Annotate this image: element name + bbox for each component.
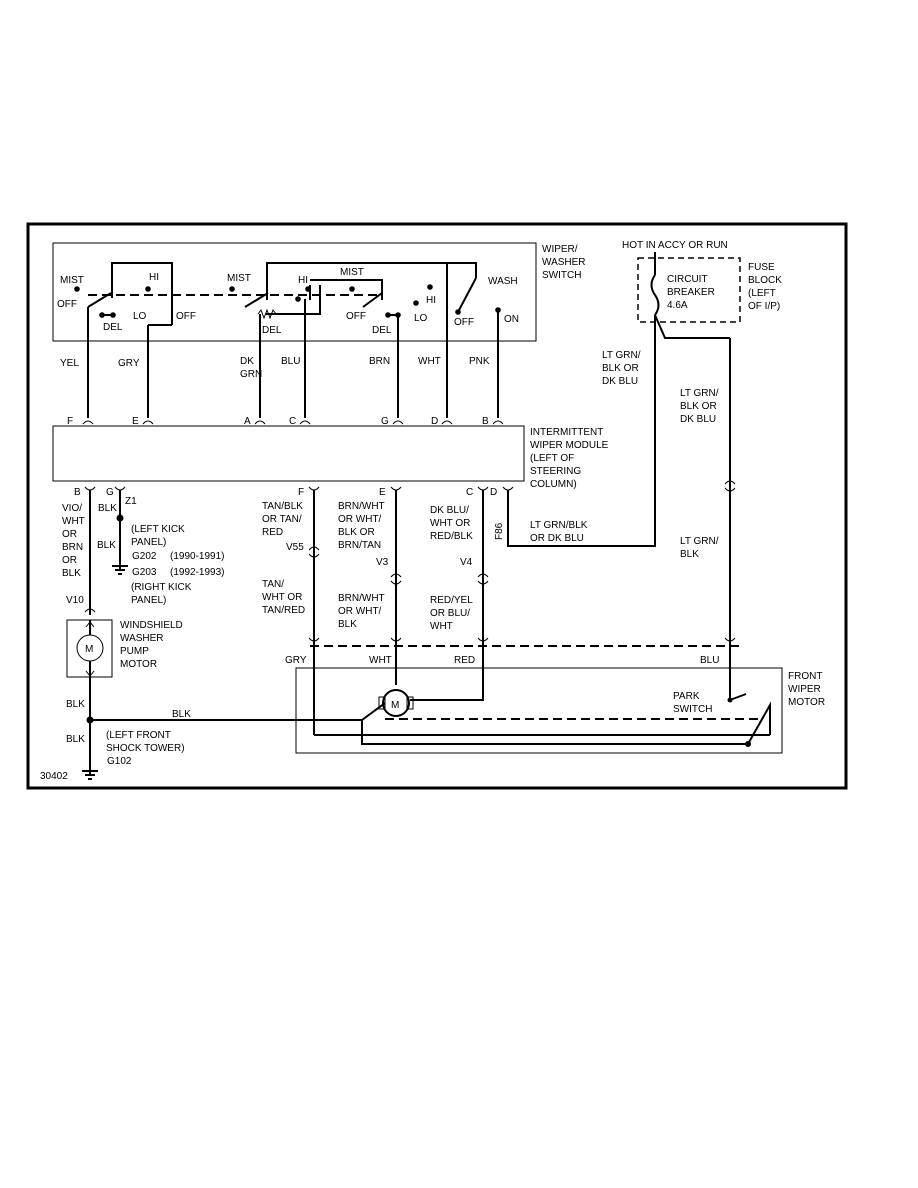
- label-hi-3: HI: [426, 295, 436, 306]
- pin-d-top: D: [431, 416, 438, 427]
- wire-blk-2: BLK: [66, 734, 85, 745]
- label-del-1: DEL: [103, 322, 123, 333]
- label-off-1: OFF: [57, 299, 77, 310]
- connector-f86: F86: [494, 522, 505, 540]
- wiper-washer-switch-box: [52, 242, 537, 342]
- wire-blu-motor: BLU: [700, 655, 719, 666]
- fuse-hot-label: HOT IN ACCY OR RUN: [622, 240, 728, 251]
- wire-pnk: PNK: [469, 356, 490, 367]
- switch-internal-wiring: [74, 262, 501, 418]
- years-g202: (1990-1991): [170, 551, 224, 562]
- connector-v3: V3: [376, 557, 389, 568]
- wire-blk-g1: BLK: [98, 503, 117, 514]
- module-top-connectors: [82, 420, 504, 425]
- years-g203: (1992-1993): [170, 567, 224, 578]
- pin-b-bottom: B: [74, 487, 81, 498]
- wire-blk-1: BLK: [66, 699, 85, 710]
- ground-g102: G102: [107, 756, 132, 767]
- ground-g203: G203: [132, 567, 157, 578]
- label-del-2: DEL: [262, 325, 282, 336]
- label-off-3: OFF: [454, 317, 474, 328]
- pin-g-top: G: [381, 416, 389, 427]
- connector-v55: V55: [286, 542, 304, 553]
- wire-wht: WHT: [418, 356, 441, 367]
- diagram-id: 30402: [40, 771, 68, 782]
- wire-blk-h: BLK: [172, 709, 191, 720]
- label-off-2: OFF: [346, 311, 366, 322]
- pin-f-bottom: F: [298, 487, 304, 498]
- pin-g-bottom: G: [106, 487, 114, 498]
- pump-motor-symbol: M: [85, 644, 93, 655]
- label-on: ON: [504, 314, 519, 325]
- fuse-block-wiring: [637, 252, 741, 700]
- pin-c-top: C: [289, 416, 296, 427]
- wire-yel: YEL: [60, 358, 79, 369]
- pin-a-top: A: [244, 416, 251, 427]
- pin-f-top: F: [67, 416, 73, 427]
- diagram-frame: [26, 222, 848, 790]
- pin-d-bottom: D: [490, 487, 497, 498]
- pin-c-bottom: C: [466, 487, 473, 498]
- wire-gry: GRY: [118, 358, 140, 369]
- wire-gry-motor: GRY: [285, 655, 307, 666]
- label-off-mid: OFF: [176, 311, 196, 322]
- label-mist-3: MIST: [340, 267, 364, 278]
- label-mist-2: MIST: [227, 273, 251, 284]
- connector-v10: V10: [66, 595, 84, 606]
- motor-symbol: M: [391, 700, 399, 711]
- ground-g202: G202: [132, 551, 157, 562]
- pin-e-top: E: [132, 416, 139, 427]
- intermittent-wiper-module: [52, 425, 525, 482]
- label-hi-2: HI: [298, 275, 308, 286]
- label-wash: WASH: [488, 276, 518, 287]
- pin-b-top: B: [482, 416, 489, 427]
- wire-blk-g2: BLK: [97, 540, 116, 551]
- label-lo-1: LO: [133, 311, 147, 322]
- connector-v4: V4: [460, 557, 473, 568]
- label-mist-1: MIST: [60, 275, 84, 286]
- label-lo-3: LO: [414, 313, 428, 324]
- wire-brn: BRN: [369, 356, 390, 367]
- label-del-3: DEL: [372, 325, 392, 336]
- label-hi-1: HI: [149, 272, 159, 283]
- wire-wht-motor: WHT: [369, 655, 392, 666]
- left-branch-wiring: [66, 490, 748, 780]
- pin-e-bottom: E: [379, 487, 386, 498]
- wire-blu: BLU: [281, 356, 300, 367]
- wire-red-motor: RED: [454, 655, 475, 666]
- splice-z1: Z1: [125, 496, 137, 507]
- wire-lt-grn-right-lower: LT GRN/BLK: [680, 536, 719, 560]
